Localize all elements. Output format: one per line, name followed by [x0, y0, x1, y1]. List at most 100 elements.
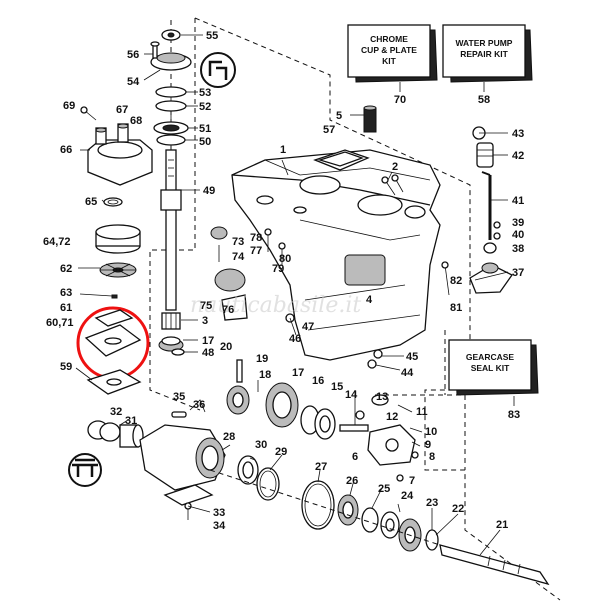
callout-30: 30 — [255, 439, 267, 451]
callout-59: 59 — [60, 361, 72, 373]
callout-18: 18 — [259, 369, 271, 381]
callout-9: 9 — [425, 439, 431, 451]
callout-13: 13 — [376, 391, 388, 403]
callout-36: 36 — [193, 399, 205, 411]
callout-32: 32 — [110, 406, 122, 418]
water-pump-kit-box[interactable]: WATER PUMP REPAIR KIT 58 — [442, 24, 533, 106]
gearcase-kit-number: 83 — [508, 409, 520, 421]
screw-34[interactable] — [184, 502, 192, 520]
seal-57[interactable] — [313, 149, 370, 171]
chrome-kit-line3: KIT — [382, 56, 397, 66]
shift-parts-14-13-12[interactable] — [339, 390, 389, 432]
washer-25-24[interactable] — [361, 507, 400, 539]
impeller-liner-64-72[interactable] — [95, 224, 141, 254]
callout-20: 20 — [220, 341, 232, 353]
forward-gear-17[interactable] — [257, 380, 299, 428]
gear-housing-28[interactable] — [139, 424, 226, 491]
plate-33[interactable] — [163, 484, 214, 506]
clutch-dog-6[interactable] — [367, 424, 416, 466]
nut-48[interactable] — [171, 348, 185, 356]
part-5[interactable] — [363, 105, 377, 133]
clip-36[interactable] — [189, 399, 206, 413]
callout-15: 15 — [331, 381, 343, 393]
callout-28: 28 — [223, 431, 235, 443]
callout-66: 66 — [60, 144, 72, 156]
gearcase-seal-kit-box[interactable]: GEARCASE SEAL KIT 83 — [448, 339, 539, 421]
bearing-30[interactable] — [237, 455, 259, 485]
callout-24: 24 — [401, 490, 414, 502]
anode-75-76[interactable] — [214, 268, 248, 321]
thrust-washer-16-15[interactable] — [300, 405, 336, 440]
callout-10: 10 — [425, 426, 437, 438]
parts-45-44[interactable] — [367, 349, 383, 369]
parts-39-40-38[interactable] — [483, 221, 501, 254]
water-pump-housing-66[interactable] — [87, 123, 153, 186]
screw-80-79[interactable] — [278, 242, 286, 266]
gearcase-housing-1[interactable] — [231, 149, 441, 361]
pin-35[interactable] — [171, 411, 187, 418]
callout-47: 47 — [302, 321, 314, 333]
water-pump-kit-number: 58 — [478, 94, 490, 106]
chrome-kit-number: 70 — [394, 94, 406, 106]
bushing-42[interactable] — [476, 142, 494, 168]
prop-shaft-axis — [209, 469, 441, 546]
callout-74: 74 — [232, 251, 245, 263]
gearcase-kit-line1: GEARCASE — [466, 352, 515, 362]
water-pump-kit-line2: REPAIR KIT — [460, 49, 508, 59]
callout-51: 51 — [199, 123, 211, 135]
callout-17b: 17 — [292, 367, 304, 379]
callout-17a: 17 — [202, 335, 214, 347]
pins-11-10-9-8-7[interactable] — [396, 404, 423, 482]
callout-2: 2 — [392, 161, 398, 173]
callout-50: 50 — [199, 136, 211, 148]
callout-42: 42 — [512, 150, 524, 162]
callout-69: 69 — [63, 100, 75, 112]
callout-44: 44 — [401, 367, 414, 379]
callout-82: 82 — [450, 275, 462, 287]
drive-shaft[interactable] — [160, 90, 182, 311]
screws-2[interactable] — [381, 174, 404, 196]
callout-55: 55 — [206, 30, 218, 42]
callout-53: 53 — [199, 87, 211, 99]
gasket-59[interactable] — [86, 369, 142, 395]
callout-25: 25 — [378, 483, 390, 495]
callout-54: 54 — [127, 76, 140, 88]
callout-63: 63 — [60, 287, 72, 299]
screw-69[interactable] — [80, 106, 97, 121]
o-ring-29[interactable] — [256, 467, 280, 501]
propeller-shaft-21[interactable] — [439, 544, 550, 586]
callout-27: 27 — [315, 461, 327, 473]
cover-37[interactable] — [469, 262, 513, 294]
pinion-gear-17[interactable] — [158, 336, 184, 352]
highlighted-plate-60-71[interactable] — [76, 306, 150, 380]
screws-47-46[interactable] — [285, 313, 297, 336]
watermark-text: nauticabasile.it — [190, 293, 361, 318]
screw-78-77[interactable] — [264, 228, 272, 252]
callout-8: 8 — [429, 451, 435, 463]
thrust-washer-22[interactable] — [425, 529, 439, 551]
shift-rod-41[interactable] — [481, 171, 492, 240]
bearing-3[interactable] — [161, 312, 181, 330]
callout-57: 57 — [323, 124, 335, 136]
key-63[interactable] — [111, 294, 118, 299]
screws-82-81[interactable] — [441, 261, 450, 296]
gear-18-20[interactable] — [226, 359, 250, 415]
callout-19: 19 — [256, 353, 268, 365]
o-ring-65[interactable] — [103, 197, 123, 207]
callout-5: 5 — [336, 110, 342, 122]
chrome-kit-box[interactable]: CHROME CUP & PLATE KIT 70 — [347, 24, 438, 106]
leader-lines — [75, 34, 509, 556]
plug-73[interactable] — [210, 226, 228, 240]
impeller-62[interactable] — [99, 262, 137, 278]
retaining-ring-27[interactable] — [301, 480, 335, 530]
bolt-56[interactable] — [150, 41, 160, 59]
callout-41: 41 — [512, 195, 524, 207]
callout-34: 34 — [213, 520, 226, 532]
callout-26: 26 — [346, 475, 358, 487]
callout-60-71: 60,71 — [46, 317, 74, 329]
callout-38: 38 — [512, 243, 524, 255]
callout-61: 61 — [60, 302, 72, 314]
bearing-26[interactable] — [337, 494, 359, 526]
callout-37: 37 — [512, 267, 524, 279]
callout-4: 4 — [366, 294, 373, 306]
